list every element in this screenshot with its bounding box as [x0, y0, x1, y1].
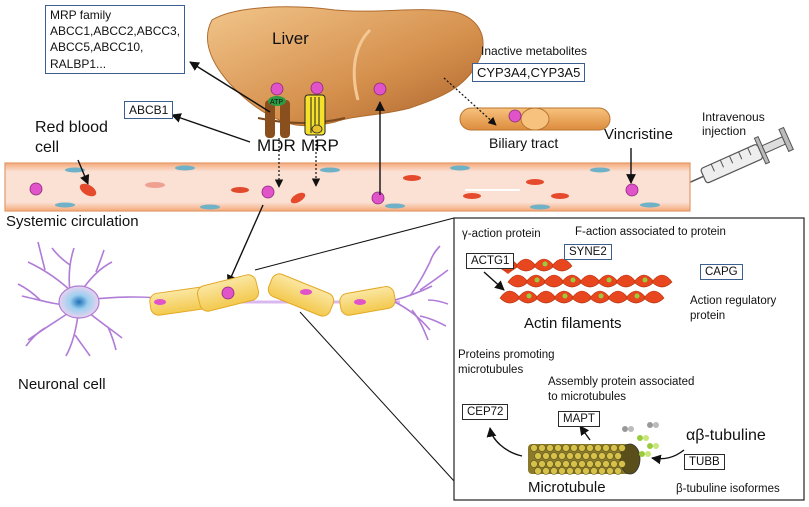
neuron-soma: [58, 285, 100, 319]
drug-molecules-blood: [29, 182, 639, 205]
capg-box: CAPG: [700, 264, 743, 280]
assembly-protein-label: Assembly protein associated to microtubu…: [548, 375, 694, 405]
mdr-label: MDR: [257, 136, 296, 155]
red-blood-cell-line-1: Red blood: [35, 119, 108, 136]
assembly-protein-line-1: Assembly protein associated: [548, 376, 695, 388]
microtubule-graphic: [528, 443, 641, 475]
blood-vessel: [4, 162, 691, 212]
mrp-family-line-1: ABCC1,ABCC2,ABCC3,: [50, 24, 181, 39]
mrp-family-line-3: RALBP1...: [50, 56, 107, 71]
drug-molecule: [270, 82, 284, 96]
microtubule-label: Microtubule: [528, 479, 606, 496]
intravenous-line-2: injection: [702, 124, 747, 139]
atp-label: ATP: [270, 99, 284, 106]
action-regulatory-line-1: Action regulatory: [690, 295, 777, 307]
liver-label: Liver: [272, 29, 309, 48]
drug-molecule: [310, 81, 324, 95]
abcb1-box: ABCB1: [124, 101, 174, 119]
liver-shape: [207, 6, 484, 127]
vincristine-label: Vincristine: [604, 126, 673, 143]
red-blood-cell-label: Red blood cell: [35, 118, 108, 158]
ab-tubuline-label: αβ-tubuline: [686, 427, 766, 444]
proteins-promoting-line-1: Proteins promoting: [458, 349, 555, 361]
drug-molecule: [373, 82, 387, 96]
proteins-promoting-label: Proteins promoting microtubules: [458, 348, 555, 378]
arrow-cep72: [486, 427, 523, 457]
f-action-label: F-action associated to protein: [575, 226, 726, 238]
mrp-family-title: MRP family: [50, 8, 112, 22]
arrow-red-blood-cell: [77, 159, 90, 185]
cyp-box: CYP3A4,CYP3A5: [472, 63, 586, 82]
tubulin-dimers: [622, 422, 659, 457]
actg1-box: ACTG1: [466, 253, 515, 269]
biliary-tract-shape: [459, 107, 611, 131]
cep72-box: CEP72: [462, 404, 509, 420]
arrow-tubb: [651, 449, 685, 465]
b-isoformes-label: β-tubuline isoformes: [676, 483, 780, 495]
biliary-tract-label: Biliary tract: [489, 135, 559, 151]
arrow-mapt: [579, 425, 591, 441]
actin-filaments-label: Actin filaments: [524, 315, 622, 332]
arrow-actg1: [483, 271, 505, 291]
arrow-mdr-abcb1: [171, 113, 251, 143]
arrow-mdr-mrp-family: [189, 61, 271, 113]
inactive-metabolites-label: Inactive metabolites: [481, 44, 588, 58]
tubb-box: TUBB: [684, 454, 725, 470]
mrp-label: MRP: [301, 136, 339, 155]
assembly-protein-line-2: to microtubules: [548, 390, 626, 403]
red-blood-cell-line-2: cell: [35, 139, 60, 156]
syne2-box: SYNE2: [564, 244, 612, 260]
red-blood-cells: [79, 175, 569, 204]
action-regulatory-label: Action regulatory protein: [690, 294, 776, 324]
neuronal-cell-label: Neuronal cell: [18, 376, 106, 393]
arrow-blood-nerve: [227, 204, 264, 285]
intravenous-line-1: Intravenous: [702, 110, 765, 124]
mdr-transporter: [265, 96, 290, 138]
syringe-icon: [677, 126, 794, 189]
mrp-transporter: [304, 94, 326, 136]
proteins-promoting-line-2: microtubules: [458, 363, 524, 376]
mapt-box: MAPT: [558, 411, 600, 427]
axon-terminal: [394, 245, 449, 341]
action-regulatory-line-2: protein: [690, 309, 726, 322]
systemic-circulation-label: Systemic circulation: [6, 213, 139, 230]
mrp-family-line-2: ABCC5,ABCC10,: [50, 40, 144, 55]
mrp-family-box: MRP family ABCC1,ABCC2,ABCC3, ABCC5,ABCC…: [45, 5, 186, 74]
gamma-action-label: γ-action protein: [462, 228, 541, 240]
intravenous-label: Intravenous injection: [702, 110, 765, 139]
axon-segments: [149, 273, 400, 317]
